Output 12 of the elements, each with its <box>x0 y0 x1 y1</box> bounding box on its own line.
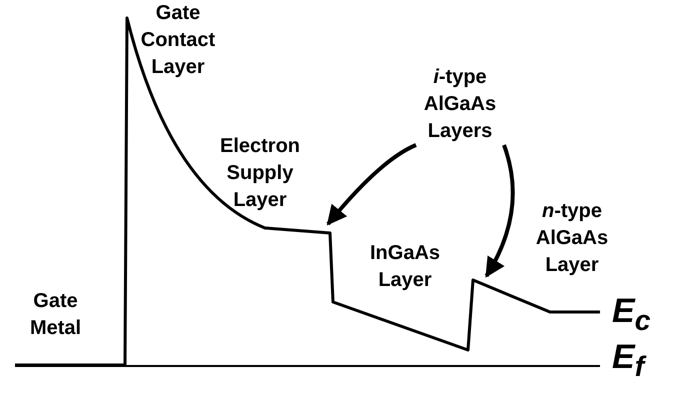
layer-label: Gate Metal <box>28 289 82 341</box>
layer-label: n-type AlGaAs Layer <box>534 199 610 278</box>
arrow <box>326 143 417 226</box>
energy-level-label: E$_{f}$ <box>612 340 644 384</box>
energy-level-label: E$_{c}$ <box>612 294 650 338</box>
band-segment <box>472 278 502 293</box>
band-segment <box>264 226 332 234</box>
layer-label: InGaAs Layer <box>368 241 442 293</box>
layer-label: Electron Supply Layer <box>218 134 302 213</box>
layer-label: Gate Contact Layer <box>140 1 216 80</box>
layer-label: i-type AlGaAs Layers <box>405 64 515 145</box>
arrow <box>484 144 515 278</box>
